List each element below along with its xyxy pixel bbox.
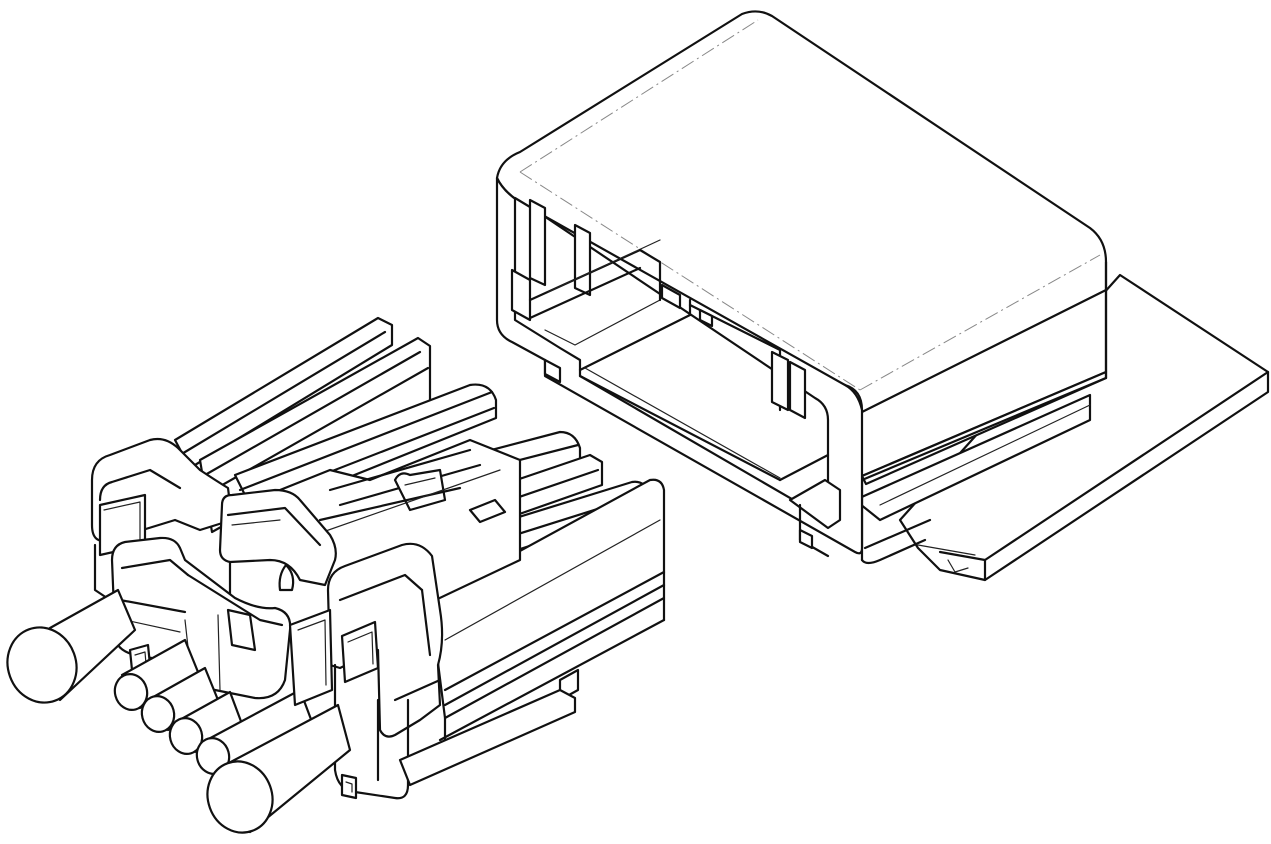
plug-right-side-wall xyxy=(428,478,666,720)
housing-cavity xyxy=(513,196,830,522)
housing-base-plate xyxy=(898,273,1270,582)
cables xyxy=(6,588,352,834)
cable-small-4 xyxy=(195,688,314,775)
plug-connector-with-cables xyxy=(6,316,666,834)
plug-middle-latch-cap xyxy=(218,488,337,587)
cable-large-1 xyxy=(6,588,137,704)
header-receptacle-housing xyxy=(495,10,1270,582)
cable-small-3 xyxy=(168,690,244,755)
plug-right-latch-cap xyxy=(326,542,444,738)
cable-large-2 xyxy=(206,703,352,834)
